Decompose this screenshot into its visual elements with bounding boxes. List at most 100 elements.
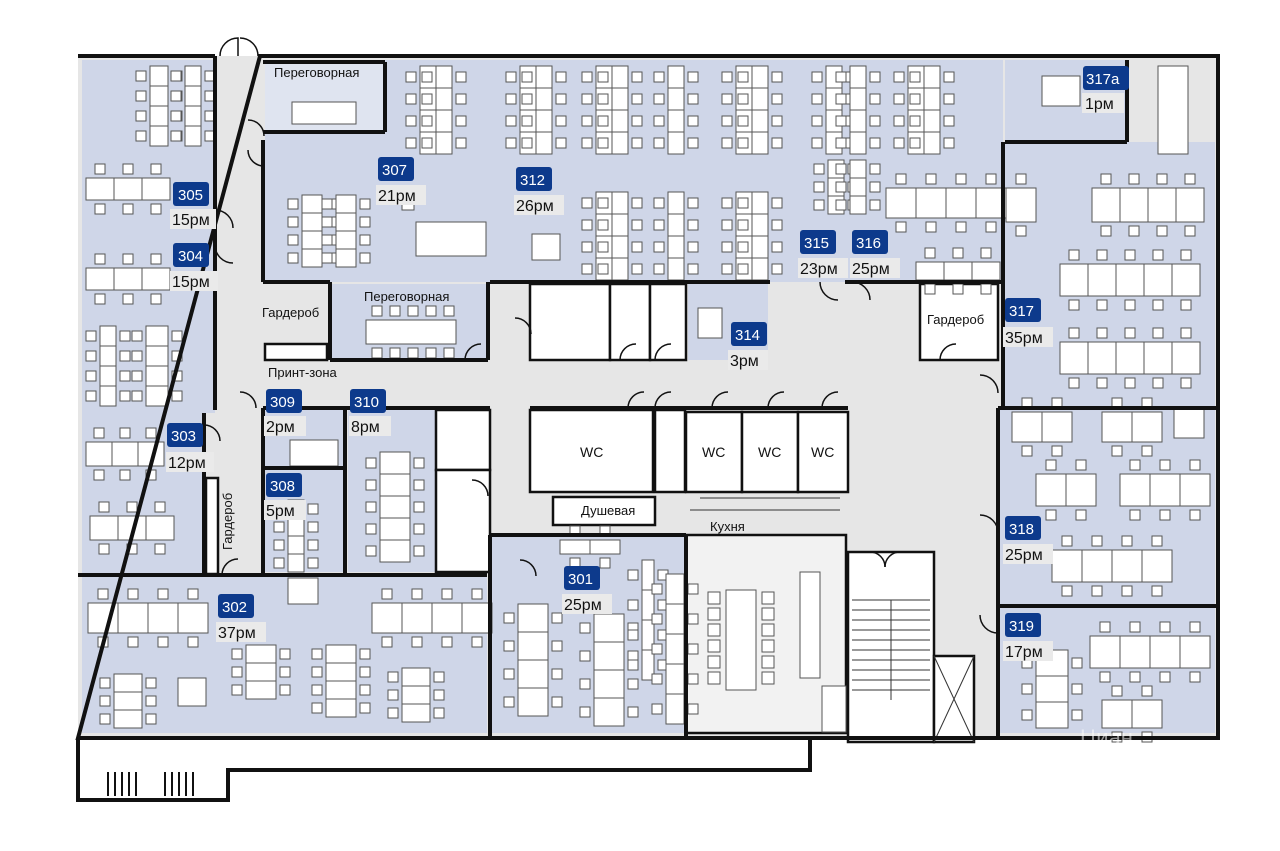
desk (611, 213, 629, 237)
chair (651, 673, 663, 685)
chair (737, 115, 749, 127)
desk (99, 345, 117, 367)
office-317a[interactable]: 317a 1рм (1082, 66, 1129, 113)
stair-core (846, 550, 936, 744)
chair (597, 219, 609, 231)
chair (737, 263, 749, 275)
chair (581, 219, 593, 231)
desk (725, 589, 757, 691)
office-312[interactable]: 312 26рм (514, 167, 564, 215)
chair (551, 668, 563, 680)
desk (113, 709, 143, 729)
desk (141, 177, 171, 201)
shower-label: Душевая (581, 503, 635, 518)
chair (943, 115, 955, 127)
chair (555, 93, 567, 105)
chair (1156, 173, 1168, 185)
chair (150, 203, 162, 215)
chair (1152, 299, 1164, 311)
office-308[interactable]: 308 5рм (264, 473, 306, 520)
chair (1071, 709, 1083, 721)
desk (1059, 341, 1089, 375)
print-zone-unit (263, 342, 329, 362)
desk (145, 325, 169, 347)
kitchen-label: Кухня (710, 519, 745, 534)
desk (85, 267, 115, 291)
chair (631, 241, 643, 253)
desk (1089, 635, 1121, 669)
chair (187, 636, 199, 648)
office-305[interactable]: 305 15рм (170, 182, 216, 229)
office-304-number: 304 (178, 248, 203, 265)
desk (401, 667, 431, 687)
chair (599, 557, 611, 569)
desk (149, 125, 169, 147)
office-319[interactable]: 319 17рм (1003, 613, 1053, 661)
chair (1111, 685, 1123, 697)
desk (435, 87, 453, 111)
office-303[interactable]: 303 12рм (166, 423, 214, 472)
office-304[interactable]: 304 15рм (170, 243, 218, 291)
chair (145, 427, 157, 439)
desk (1115, 341, 1145, 375)
chair (1128, 173, 1140, 185)
chair (365, 501, 377, 513)
desk (885, 187, 917, 219)
office-316[interactable]: 316 25рм (850, 230, 900, 278)
chair (405, 93, 417, 105)
chair (737, 219, 749, 231)
utility-5 (648, 282, 688, 362)
chair (521, 115, 533, 127)
desk (1011, 411, 1043, 443)
chair (321, 252, 333, 264)
office-310[interactable]: 310 8рм (349, 389, 391, 436)
office-307-capacity: 21рм (378, 188, 416, 205)
chair (413, 479, 425, 491)
desk (145, 385, 169, 407)
chair (1124, 299, 1136, 311)
chair (1121, 585, 1133, 597)
desk (751, 235, 769, 259)
chair (405, 115, 417, 127)
chair (521, 71, 533, 83)
chair (359, 702, 371, 714)
desk (89, 515, 119, 541)
desk (1171, 341, 1201, 375)
desk (1179, 635, 1211, 669)
chair (359, 234, 371, 246)
office-303-number: 303 (171, 428, 196, 445)
desk (517, 603, 549, 633)
chair (1184, 225, 1196, 237)
chair (687, 703, 699, 715)
chair (1068, 377, 1080, 389)
desk (287, 553, 305, 573)
office-309[interactable]: 309 2рм (264, 389, 306, 436)
chair (321, 234, 333, 246)
desk (667, 191, 685, 215)
chair (835, 181, 847, 193)
desk (1119, 187, 1149, 223)
chair (651, 643, 663, 655)
desk (611, 65, 629, 89)
chair (154, 543, 166, 555)
chair (721, 137, 733, 149)
chair (119, 469, 131, 481)
office-301[interactable]: 301 25рм (562, 566, 612, 614)
desk (177, 602, 209, 634)
chair (93, 427, 105, 439)
chair (311, 702, 323, 714)
utility-4 (608, 282, 652, 362)
office-302-capacity: 37рм (218, 625, 256, 642)
office-302[interactable]: 302 37рм (216, 594, 266, 642)
office-317[interactable]: 317 35рм (1003, 298, 1053, 347)
chair (627, 569, 639, 581)
chair (321, 216, 333, 228)
office-314[interactable]: 314 3рм (728, 322, 768, 370)
chair (687, 241, 699, 253)
desk (111, 441, 139, 467)
chair (761, 623, 775, 637)
office-315[interactable]: 315 23рм (798, 230, 848, 278)
desk (611, 257, 629, 281)
office-318[interactable]: 318 25рм (1003, 516, 1053, 564)
office-307[interactable]: 307 21рм (376, 157, 426, 205)
